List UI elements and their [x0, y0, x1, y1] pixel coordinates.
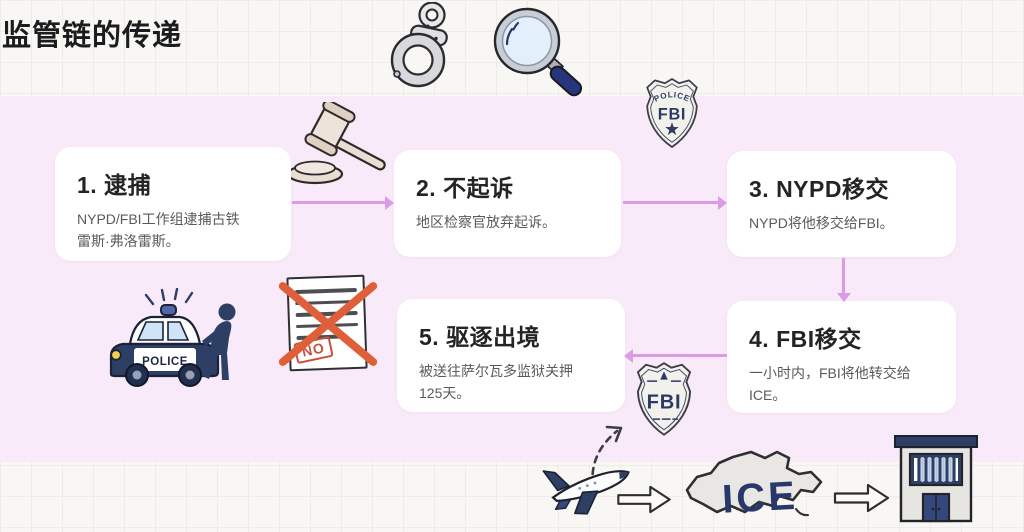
prison-building-icon	[894, 435, 978, 523]
step-5-heading: 5. 驱逐出境	[419, 324, 541, 350]
flow-arrow-step2-step3	[623, 195, 727, 210]
badge-banner-label: POLICE	[653, 90, 691, 103]
police-car-icon: POLICE	[109, 288, 236, 387]
badge-fbi-label: FBI	[658, 105, 686, 123]
step-4-description: 一小时内，FBI将他转交给ICE。	[749, 365, 911, 403]
arrested-person-icon	[202, 303, 236, 380]
barred-window	[911, 455, 961, 484]
headlight	[110, 349, 122, 361]
siren-light	[160, 304, 177, 316]
step-card-1: 1. 逮捕 NYPD/FBI工作组逮捕古铁雷斯·弗洛雷斯。	[55, 147, 291, 261]
step-card-5: 5. 驱逐出境 被送往萨尔瓦多监狱关押125天。	[397, 299, 625, 412]
step-card-4: 4. FBI移交 一小时内，FBI将他转交给ICE。	[727, 301, 956, 413]
magnifying-glass-icon	[493, 7, 583, 97]
gavel-icon	[286, 102, 386, 185]
step-2-description: 地区检察官放弃起诉。	[416, 214, 556, 230]
step-3-heading: 3. NYPD移交	[749, 176, 889, 202]
police-car-label: POLICE	[142, 356, 188, 368]
step-5-description: 被送往萨尔瓦多监狱关押125天。	[419, 363, 573, 401]
fbi-badge-icon: FBI	[636, 362, 692, 436]
badge-fbi-label: FBI	[647, 392, 682, 414]
siren-flash-lines	[144, 288, 194, 306]
slide-title: 监管链的传递	[2, 20, 183, 52]
svg-text:POLICE: POLICE	[653, 90, 692, 103]
rejected-document-icon: NO	[268, 260, 388, 398]
flow-arrow-step1-step2	[292, 195, 394, 210]
step-4-heading: 4. FBI移交	[749, 326, 862, 352]
transfer-arrow-icon	[833, 483, 890, 513]
step-1-description: NYPD/FBI工作组逮捕古铁雷斯·弗洛雷斯。	[77, 211, 240, 249]
document-line	[294, 287, 357, 294]
step-2-heading: 2. 不起诉	[416, 175, 514, 201]
el-salvador-map-icon: ICE	[685, 450, 823, 522]
flow-arrow-step4-step5	[624, 348, 727, 363]
badge-star	[665, 122, 679, 136]
step-card-3: 3. NYPD移交 NYPD将他移交给FBI。	[727, 151, 956, 257]
ice-label: ICE	[721, 474, 799, 522]
handcuffs-icon	[390, 2, 448, 88]
airplane-icon	[542, 470, 630, 515]
badge-emblem	[660, 371, 668, 380]
step-1-heading: 1. 逮捕	[77, 172, 152, 198]
step-3-description: NYPD将他移交给FBI。	[749, 215, 894, 231]
flow-arrow-step3-step4	[836, 258, 851, 302]
transfer-arrow-icon	[617, 485, 671, 514]
step-card-2: 2. 不起诉 地区检察官放弃起诉。	[394, 150, 621, 257]
police-fbi-badge-icon: POLICE FBI	[646, 78, 698, 148]
